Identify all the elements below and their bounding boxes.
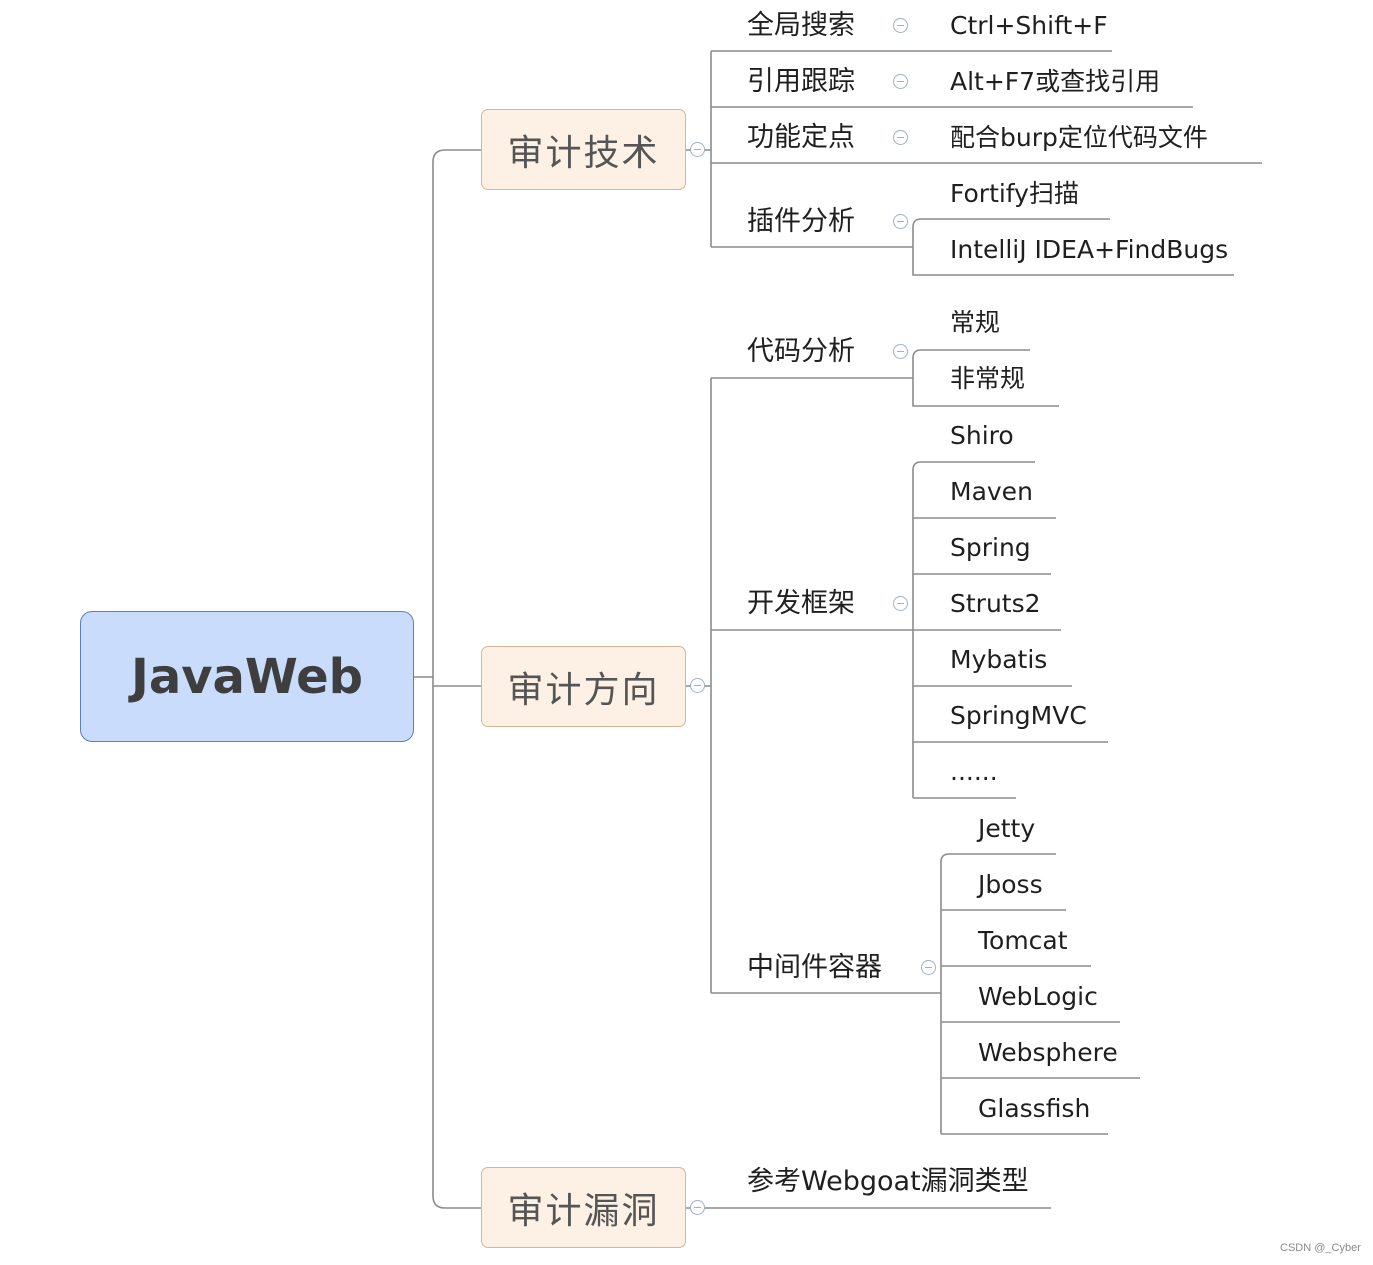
leaf-shiro[interactable]: Shiro: [950, 421, 1014, 450]
root-node[interactable]: JavaWeb: [80, 611, 414, 742]
topic-webgoat-vuln-types[interactable]: 参考Webgoat漏洞类型: [747, 1166, 1029, 1197]
branch-node-audit-vulnerability[interactable]: 审计漏洞: [481, 1167, 686, 1248]
collapse-icon[interactable]: [690, 1200, 705, 1215]
watermark: CSDN @_Cyber: [1280, 1242, 1361, 1254]
leaf-springmvc[interactable]: SpringMVC: [950, 701, 1087, 730]
connector-container-trunk: [940, 853, 1056, 1134]
branch-node-audit-direction[interactable]: 审计方向: [481, 646, 686, 727]
underline-fortify: [912, 218, 1110, 247]
topic-reference-tracking[interactable]: 引用跟踪: [747, 66, 855, 97]
collapse-icon[interactable]: [893, 130, 908, 145]
branch-label: 审计漏洞: [507, 1190, 660, 1232]
leaf-regular[interactable]: 常规: [950, 308, 1001, 337]
leaf-fortify[interactable]: Fortify扫描: [950, 179, 1079, 208]
collapse-icon[interactable]: [921, 960, 936, 975]
collapse-icon[interactable]: [893, 74, 908, 89]
topic-function-locating[interactable]: 功能定点: [747, 122, 855, 153]
leaf-alt-f7[interactable]: Alt+F7或查找引用: [950, 67, 1161, 96]
connector-framework-trunk: [912, 461, 1035, 798]
topic-global-search[interactable]: 全局搜索: [747, 10, 855, 41]
underline-regular: [912, 349, 1030, 378]
collapse-icon[interactable]: [893, 214, 908, 229]
collapse-icon[interactable]: [893, 18, 908, 33]
leaf-weblogic[interactable]: WebLogic: [978, 982, 1098, 1011]
leaf-maven[interactable]: Maven: [950, 477, 1033, 506]
leaf-struts2[interactable]: Struts2: [950, 589, 1041, 618]
leaf-idea-findbugs[interactable]: IntelliJ IDEA+FindBugs: [950, 235, 1229, 264]
leaf-spring[interactable]: Spring: [950, 533, 1031, 562]
leaf-websphere[interactable]: Websphere: [978, 1038, 1118, 1067]
topic-code-analysis[interactable]: 代码分析: [747, 336, 855, 367]
topic-plugin-analysis[interactable]: 插件分析: [747, 206, 855, 237]
leaf-ctrl-shift-f[interactable]: Ctrl+Shift+F: [950, 11, 1108, 40]
underline-idea-findbugs: [912, 247, 1234, 276]
topic-middleware-container[interactable]: 中间件容器: [747, 952, 882, 983]
leaf-more[interactable]: ......: [950, 757, 998, 786]
leaf-mybatis[interactable]: Mybatis: [950, 645, 1048, 674]
branch-label: 审计技术: [507, 132, 660, 174]
topic-dev-framework[interactable]: 开发框架: [747, 588, 855, 619]
underline-irregular: [912, 378, 1059, 407]
leaf-jboss[interactable]: Jboss: [978, 870, 1043, 899]
leaf-tomcat[interactable]: Tomcat: [978, 926, 1068, 955]
branch-node-audit-technique[interactable]: 审计技术: [481, 109, 686, 190]
root-label: JavaWeb: [130, 648, 364, 705]
connector-root-trunk: [432, 149, 481, 1209]
leaf-glassfish[interactable]: Glassfish: [978, 1094, 1091, 1123]
branch-label: 审计方向: [507, 669, 660, 711]
collapse-icon[interactable]: [690, 142, 705, 157]
leaf-jetty[interactable]: Jetty: [978, 814, 1036, 843]
collapse-icon[interactable]: [893, 596, 908, 611]
leaf-burp-locate[interactable]: 配合burp定位代码文件: [950, 123, 1208, 152]
collapse-icon[interactable]: [893, 344, 908, 359]
collapse-icon[interactable]: [690, 678, 705, 693]
leaf-irregular[interactable]: 非常规: [950, 364, 1026, 393]
